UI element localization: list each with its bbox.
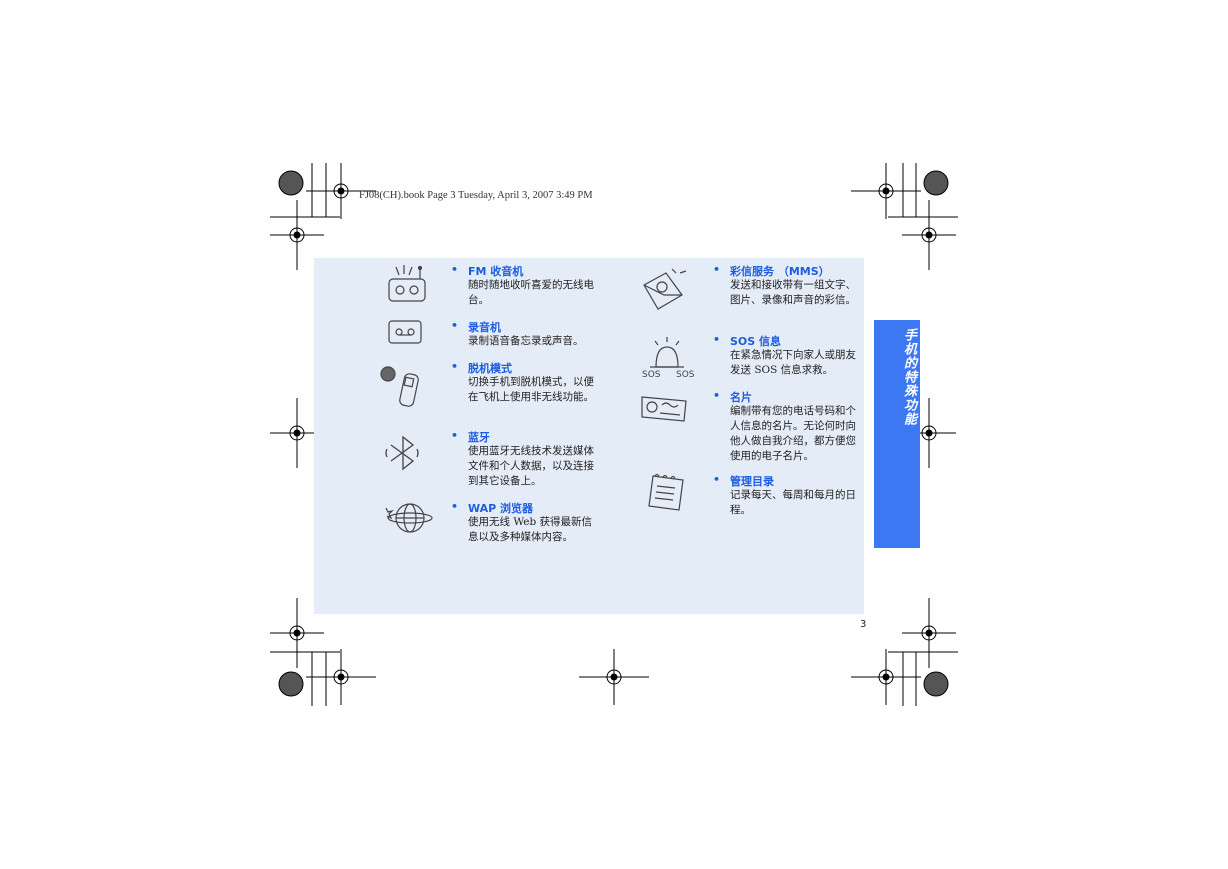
bullet: • xyxy=(713,333,721,346)
item-title: 彩信服务 （MMS） xyxy=(730,265,830,278)
item-description: 记录每天、每周和每月的日程。 xyxy=(730,489,856,516)
item-title: 录音机 xyxy=(468,321,501,334)
bluetooth-icon xyxy=(383,433,423,473)
offline-mode-icon xyxy=(378,362,426,410)
item-description: 在紧急情况下向家人或朋友发送 SOS 信息求救。 xyxy=(730,349,856,376)
bullet: • xyxy=(451,429,459,442)
item-description: 切换手机到脱机模式，以便在飞机上使用非无线功能。 xyxy=(468,376,594,403)
print-header-meta: FJ08(CH).book Page 3 Tuesday, April 3, 2… xyxy=(359,190,593,201)
bullet: • xyxy=(451,500,459,513)
item-description: 使用蓝牙无线技术发送媒体文件和个人数据，以及连接到其它设备上。 xyxy=(468,445,594,487)
bullet: • xyxy=(713,389,721,402)
svg-text:SOS: SOS xyxy=(676,370,694,379)
item-title: SOS 信息 xyxy=(730,335,782,348)
mms-envelope-icon xyxy=(640,265,690,313)
item-description: 编制带有您的电话号码和个人信息的名片。无论何时向他人做自我介绍，都方便您使用的电… xyxy=(730,405,856,462)
sos-alarm-icon: SOS SOS xyxy=(640,335,694,379)
bullet: • xyxy=(451,360,459,373)
item-description: 录制语音备忘录或声音。 xyxy=(468,335,584,347)
voice-recorder-icon xyxy=(387,318,423,346)
page-number: 3 xyxy=(860,619,867,630)
bullet: • xyxy=(451,319,459,332)
name-card-icon xyxy=(640,393,690,423)
bullet: • xyxy=(451,263,459,276)
bullet: • xyxy=(713,263,721,276)
svg-text:SOS: SOS xyxy=(642,370,661,379)
section-tab: 手机的特殊功能 xyxy=(874,320,920,548)
item-title: FM 收音机 xyxy=(468,265,524,278)
item-title: WAP 浏览器 xyxy=(468,502,534,515)
calendar-icon xyxy=(645,472,689,514)
section-tab-label: 手机的特殊功能 xyxy=(901,328,916,426)
item-title: 蓝牙 xyxy=(468,431,490,444)
globe-icon xyxy=(378,498,434,538)
item-title: 名片 xyxy=(730,391,752,404)
item-description: 随时随地收听喜爱的无线电台。 xyxy=(468,279,594,306)
bullet: • xyxy=(713,473,721,486)
radio-icon xyxy=(384,265,430,305)
item-description: 使用无线 Web 获得最新信息以及多种媒体内容。 xyxy=(468,516,593,543)
item-title: 管理目录 xyxy=(730,475,774,488)
item-title: 脱机模式 xyxy=(468,362,512,375)
content-panel xyxy=(314,258,864,614)
item-description: 发送和接收带有一组文字、图片、录像和声音的彩信。 xyxy=(730,279,856,306)
